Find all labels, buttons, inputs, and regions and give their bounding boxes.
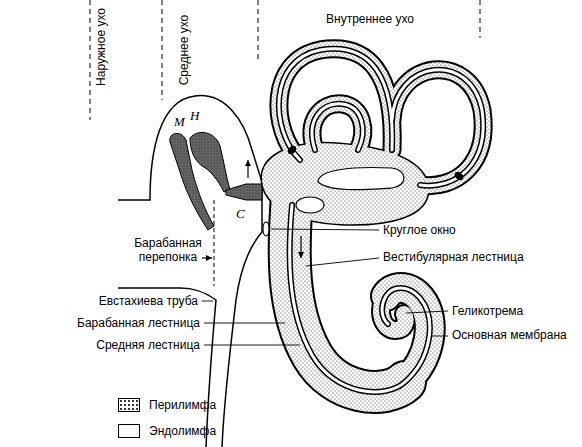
duct-wall: [312, 104, 363, 150]
stapes: [226, 184, 262, 200]
leader-line: [432, 336, 448, 337]
ossicle-letter: М: [174, 114, 185, 129]
legend-row: Перилимфа: [118, 392, 216, 418]
part-label: Геликотрема: [452, 304, 523, 318]
utricle: [318, 168, 404, 190]
leader-line: [204, 345, 300, 346]
perilymph: [262, 49, 483, 392]
part-label: Основная мембрана: [452, 328, 567, 342]
part-label: Евстахиева труба: [99, 294, 198, 308]
legend-text: Перилимфа: [149, 398, 216, 412]
part-label: Барабанная лестница: [77, 316, 200, 330]
region-divider: [162, 0, 163, 100]
middle-ear-outline: [118, 96, 262, 447]
part-label: Барабанная перепонка: [134, 236, 202, 264]
legend-text: Эндолимфа: [149, 424, 216, 438]
bony-labyrinth: [262, 49, 483, 392]
saccule: [296, 197, 324, 213]
endolymph: [279, 49, 392, 160]
leader-line: [271, 229, 379, 230]
part-label: Вестибулярная лестница: [383, 250, 524, 264]
ossicle-letter: С: [236, 206, 245, 221]
legend-row: Эндолимфа: [118, 418, 216, 444]
ossicle-letter: Н: [190, 108, 199, 123]
round-window: [263, 222, 269, 236]
duct-wall: [279, 49, 392, 160]
leader-line: [202, 301, 213, 302]
ampulla-crista: [453, 170, 465, 182]
motion-arrow: [247, 160, 248, 178]
leader-line: [306, 258, 379, 266]
perilymph: [312, 104, 363, 150]
leader-line: [406, 311, 448, 313]
duct-wall: [392, 70, 483, 186]
leader-line: [204, 323, 285, 324]
region-label: Среднее ухо: [177, 15, 191, 86]
endolymph: [312, 104, 363, 150]
leader-lines: [202, 229, 448, 345]
legend: ПерилимфаЭндолимфа: [118, 392, 216, 444]
region-divider: [258, 0, 259, 60]
ampulla-crista: [286, 144, 298, 156]
legend-swatch: [118, 398, 140, 412]
incus: [190, 132, 230, 192]
perilymph: [279, 49, 392, 160]
tympanic-membrane: [214, 200, 215, 286]
motion-arrow: [202, 257, 212, 258]
motion-arrow: [300, 236, 301, 258]
part-label: Круглое окно: [383, 223, 456, 237]
region-label: Внутреннее ухо: [326, 12, 414, 26]
part-label: Средняя лестница: [96, 338, 200, 352]
region-divider: [480, 0, 481, 38]
region-divider: [90, 0, 91, 120]
region-label: Наружное ухо: [94, 8, 108, 86]
endolymph: [392, 70, 483, 186]
legend-swatch: [118, 424, 140, 438]
